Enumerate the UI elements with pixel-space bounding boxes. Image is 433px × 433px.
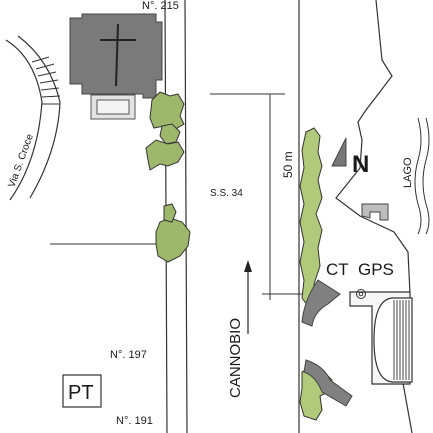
tree: [149, 91, 185, 131]
right-structure: [349, 291, 413, 385]
church-cross-icon: [100, 23, 136, 87]
green-bank-upper: [299, 127, 323, 307]
lakeside-lines: [298, 0, 413, 433]
gps-point-icon: [356, 289, 366, 299]
tree-group: [145, 91, 191, 263]
town-label: CANNOBIO: [227, 318, 244, 398]
gps-label: GPS: [358, 260, 394, 279]
tree: [163, 203, 177, 223]
house-number-191: N°. 191: [116, 415, 153, 427]
north-arrow-icon: [331, 137, 347, 167]
road-steps: [31, 56, 61, 105]
pt-label: PT: [68, 382, 94, 404]
grey-path-markings: [301, 279, 353, 407]
tree: [155, 217, 191, 263]
lake-label: LAGO: [402, 157, 414, 188]
road-label: S.S. 34: [210, 188, 243, 199]
small-building: [361, 203, 389, 221]
tree: [145, 139, 185, 171]
house-number-215: N°. 215: [142, 0, 179, 12]
direction-arrow-icon: [244, 260, 252, 334]
ct-label: CT: [326, 260, 349, 279]
via-s-croce-road: [5, 35, 61, 201]
pt-box: PT: [62, 374, 102, 408]
north-label: N: [352, 151, 369, 178]
distance-label: 50 m: [281, 151, 295, 178]
house-number-197: N°. 197: [110, 349, 147, 361]
lake-waves: [414, 117, 430, 235]
